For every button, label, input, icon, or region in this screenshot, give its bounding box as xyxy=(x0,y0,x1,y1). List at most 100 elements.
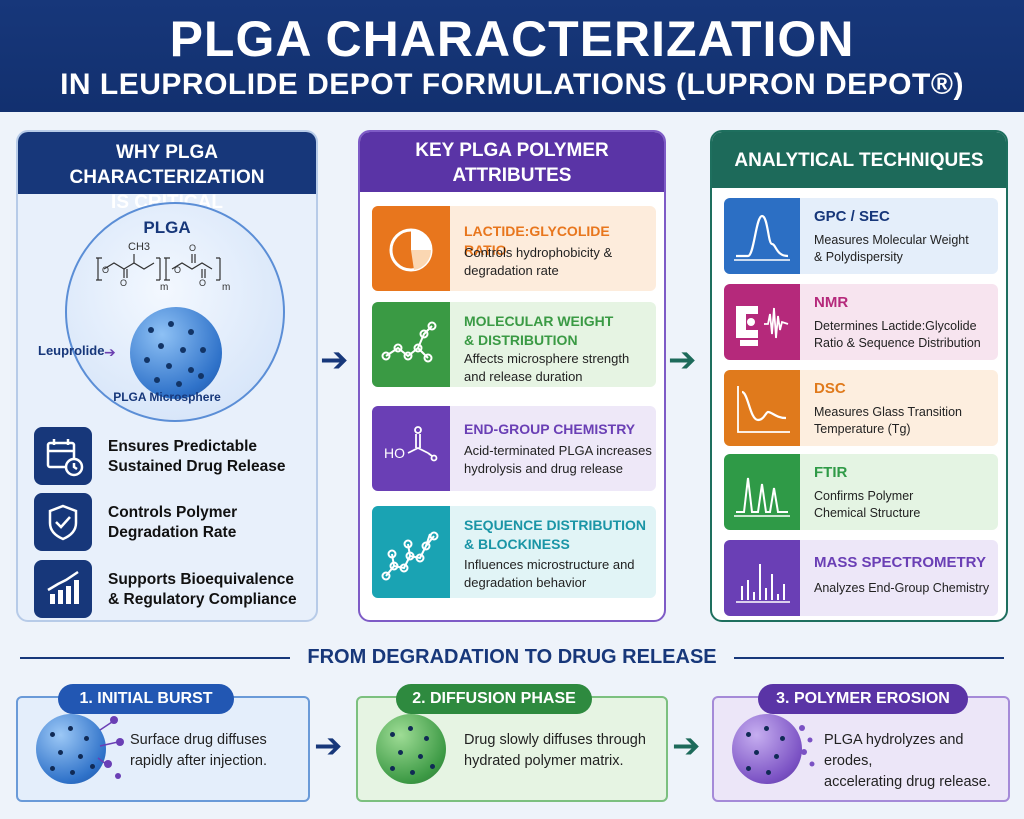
technique-title: DSC xyxy=(814,380,846,397)
attribute-title-line2: & DISTRIBUTION xyxy=(464,332,578,348)
techniques-panel: ANALYTICAL TECHNIQUES GPC / SEC Measures… xyxy=(710,130,1008,622)
technique-desc-line1: Measures Glass Transition xyxy=(814,405,962,419)
plga-structure-icon: CH3 m m O O O O O xyxy=(96,241,230,293)
polymer-sequence-icon xyxy=(372,506,450,598)
page-title: PLGA CHARACTERIZATION xyxy=(169,11,855,67)
molecule-chain-icon xyxy=(372,302,450,387)
arrow-right-icon: ➔ xyxy=(668,341,697,379)
svg-text:O: O xyxy=(102,265,109,275)
bar-chart-up-icon xyxy=(34,560,92,618)
technique-gpc: GPC / SEC Measures Molecular Weight & Pol… xyxy=(724,198,998,274)
why-item-line2: Degradation Rate xyxy=(108,524,237,541)
diffusion-sphere-icon xyxy=(376,714,446,784)
stage-desc: PLGA hydrolyzes and erodes, accelerating … xyxy=(824,730,1008,793)
why-item-line1: Controls Polymer xyxy=(108,504,238,521)
why-item-line2: & Regulatory Compliance xyxy=(108,591,297,608)
stage-label-diffusion: 2. DIFFUSION PHASE xyxy=(396,684,592,714)
leuprolide-label: Leuprolide xyxy=(38,343,105,358)
arrow-right-icon: ➔ xyxy=(314,727,343,765)
attribute-desc-line2: degradation rate xyxy=(464,263,559,278)
technique-desc: Analyzes End-Group Chemistry xyxy=(814,581,990,595)
svg-text:O: O xyxy=(199,278,206,288)
techniques-panel-heading: ANALYTICAL TECHNIQUES xyxy=(712,132,1006,188)
technique-desc-line2: Chemical Structure xyxy=(814,506,921,520)
technique-mass-spec: MASS SPECTROMETRY Analyzes End-Group Che… xyxy=(724,540,998,616)
attribute-desc-line1: Controls hydrophobicity & xyxy=(464,245,613,260)
attribute-desc-line2: hydrolysis and drug release xyxy=(464,461,623,476)
section-divider xyxy=(734,657,1004,659)
attribute-desc-line2: degradation behavior xyxy=(464,575,587,590)
why-panel: WHY PLGA CHARACTERIZATION IS CRITICAL PL… xyxy=(16,130,318,622)
chem-ch3-label: CH3 xyxy=(128,241,150,253)
svg-text:O: O xyxy=(120,278,127,288)
stage-desc-line2: hydrated polymer matrix. xyxy=(464,753,624,769)
technique-desc-line2: Ratio & Sequence Distribution xyxy=(814,336,981,350)
stage-desc: Surface drug diffuses rapidly after injec… xyxy=(130,730,267,772)
burst-sphere-icon xyxy=(36,714,106,784)
carboxyl-ho-label: HO xyxy=(384,445,405,461)
attribute-molecular-weight: MOLECULAR WEIGHT & DISTRIBUTION Affects m… xyxy=(372,302,656,387)
stage-label-erosion: 3. POLYMER EROSION xyxy=(758,684,968,714)
attribute-sequence: SEQUENCE DISTRIBUTION& BLOCKINESS Influe… xyxy=(372,506,656,598)
arrow-icon: ➔ xyxy=(104,344,116,360)
pie-chart-icon xyxy=(372,206,450,291)
page-subtitle: IN LEUPROLIDE DEPOT FORMULATIONS (LUPRON… xyxy=(60,68,964,101)
why-panel-heading: WHY PLGA CHARACTERIZATION IS CRITICAL xyxy=(18,132,316,213)
stage-desc-line1: Drug slowly diffuses through xyxy=(464,732,646,748)
technique-title: GPC / SEC xyxy=(814,208,890,225)
stage-desc-line1: Surface drug diffuses xyxy=(130,732,267,748)
chem-sub-m2: m xyxy=(222,282,230,293)
calendar-clock-icon xyxy=(34,427,92,485)
stage-desc: Drug slowly diffuses through hydrated pol… xyxy=(464,730,646,772)
chem-sub-m1: m xyxy=(160,282,168,293)
release-heading: FROM DEGRADATION TO DRUG RELEASE xyxy=(307,646,717,668)
technique-title: FTIR xyxy=(814,464,848,481)
attributes-panel-heading: KEY PLGA POLYMER ATTRIBUTES xyxy=(360,132,664,192)
stage-desc-line1: PLGA hydrolyzes and erodes, xyxy=(824,732,964,769)
stage-desc-line2: accelerating drug release. xyxy=(824,774,991,790)
stage-desc-line2: rapidly after injection. xyxy=(130,753,268,769)
why-item-line2: Sustained Drug Release xyxy=(108,458,286,475)
attribute-title-line1: MOLECULAR WEIGHT xyxy=(464,313,614,329)
stage-label-initial-burst: 1. INITIAL BURST xyxy=(58,684,234,714)
svg-text:O: O xyxy=(174,265,181,275)
attributes-heading-line1: KEY PLGA POLYMER xyxy=(415,140,609,161)
plga-microsphere xyxy=(130,307,222,399)
attribute-title: SEQUENCE DISTRIBUTION& BLOCKINESS xyxy=(464,516,646,554)
plga-label: PLGA xyxy=(143,218,191,237)
arrow-right-icon: ➔ xyxy=(320,341,349,379)
attributes-heading-line2: ATTRIBUTES xyxy=(452,165,572,186)
why-item-bioequivalence: Supports Bioequivalence & Regulatory Comp… xyxy=(34,560,310,620)
chromatogram-icon xyxy=(724,198,800,274)
attribute-title-line1: SEQUENCE DISTRIBUTION xyxy=(464,517,647,533)
technique-title: NMR xyxy=(814,294,849,311)
technique-desc-line2: & Polydispersity xyxy=(814,250,903,264)
eroding-fragments-icon xyxy=(799,725,815,767)
technique-desc-line1: Confirms Polymer xyxy=(814,489,914,503)
diffusing-drug-icon xyxy=(97,716,124,779)
shield-check-icon xyxy=(34,493,92,551)
technique-desc-line2: Temperature (Tg) xyxy=(814,422,911,436)
ftir-spectrum-icon xyxy=(724,454,800,530)
dsc-curve-icon xyxy=(724,370,800,446)
why-item-line1: Supports Bioequivalence xyxy=(108,571,295,588)
attributes-panel: KEY PLGA POLYMER ATTRIBUTES LACTIDE:GLYC… xyxy=(358,130,666,622)
technique-desc: Measures Molecular Weight & Polydispersit… xyxy=(814,232,969,266)
why-item-line1: Ensures Predictable xyxy=(108,438,258,455)
technique-desc-line1: Measures Molecular Weight xyxy=(814,233,969,247)
technique-title: MASS SPECTROMETRY xyxy=(814,554,986,571)
attribute-title: END-GROUP CHEMISTRY xyxy=(464,421,636,437)
attribute-end-group: HO END-GROUP CHEMISTRY Acid-terminated P… xyxy=(372,406,656,491)
attribute-desc-line1: Affects microsphere strength xyxy=(464,351,630,366)
svg-text:O: O xyxy=(189,243,196,253)
attribute-desc-line1: Acid-terminated PLGA increases xyxy=(464,443,652,458)
technique-desc-line1: Determines Lactide:Glycolide xyxy=(814,319,977,333)
